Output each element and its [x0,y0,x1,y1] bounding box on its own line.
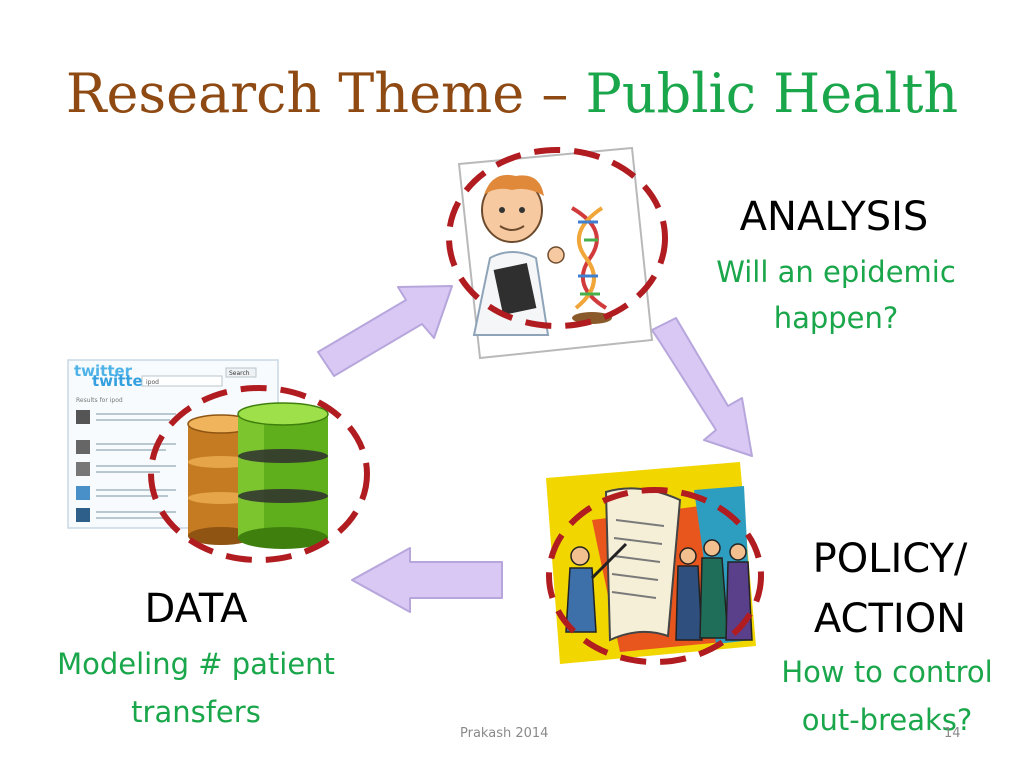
analysis-question-line2: happen? [773,301,899,335]
analysis-question-line1: Will an epidemic [716,255,956,289]
slide-title: Research Theme – Public Health [0,62,1024,125]
people-with-scroll-clipart [546,462,756,664]
twitter-logo-secondary: twitter [92,372,151,390]
slide-number: 14 [944,726,961,741]
highlight-circle-policy [546,487,764,665]
twitter-search-field [141,375,223,387]
analysis-heading: ANALYSIS [739,194,929,240]
data-description-line2: transfers [131,695,261,729]
highlight-circle-data [148,385,370,563]
policy-question-line1: How to control [781,655,993,689]
footer-author: Prakash 2014 [460,726,549,741]
policy-question-line2: out-breaks? [801,703,973,737]
arrow-analysis-to-policy [651,317,753,457]
title-part-research-theme: Research Theme – [65,62,586,125]
policy-heading-line1: POLICY/ [812,536,968,582]
twitter-results-label: Results for ipod [76,397,123,404]
title-part-public-health: Public Health [585,62,959,125]
twitter-search-query: ipod [146,379,159,386]
arrow-data-to-analysis [317,285,453,377]
database-cylinders-icon [187,402,329,549]
twitter-search-button [225,367,257,378]
twitter-logo: twitter [74,362,133,380]
scientist-with-dna-clipart [457,146,654,360]
arrow-policy-to-data [351,547,503,613]
twitter-search-button-label: Search [229,370,250,377]
data-heading: DATA [144,586,248,632]
data-description-line1: Modeling # patient [57,647,335,681]
policy-heading-line2: ACTION [813,596,967,642]
highlight-circle-analysis [446,147,668,329]
